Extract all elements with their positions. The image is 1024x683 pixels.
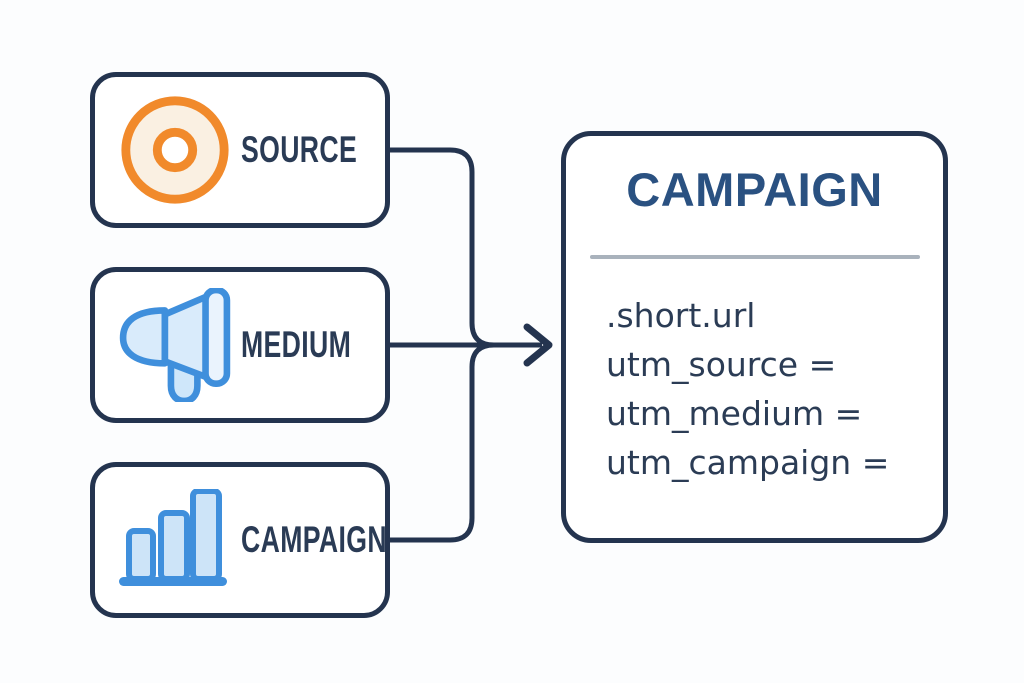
utm-campaign-line: utm_campaign = <box>606 443 890 482</box>
result-title: CAMPAIGN <box>626 163 883 216</box>
bar-chart-icon <box>115 489 235 591</box>
target-icon <box>115 91 235 209</box>
source-box: SOURCE <box>90 72 390 228</box>
medium-box: MEDIUM <box>90 267 390 423</box>
divider <box>589 255 920 259</box>
source-label: SOURCE <box>241 129 358 170</box>
campaign-result-box: CAMPAIGN .short.url utm_source = utm_med… <box>561 131 948 543</box>
medium-label: MEDIUM <box>241 324 352 365</box>
connector-source-to-trunk <box>390 147 495 348</box>
connector-campaign-to-trunk <box>390 342 495 543</box>
utm-source-line: utm_source = <box>606 345 837 384</box>
campaign-label: CAMPAIGN <box>241 519 387 560</box>
megaphone-icon <box>115 288 235 402</box>
arrowhead-icon <box>523 323 553 367</box>
utm-url-lines: .short.url utm_source = utm_medium = utm… <box>606 291 943 487</box>
utm-medium-line: utm_medium = <box>606 394 863 433</box>
short-url-line: .short.url <box>606 296 756 335</box>
campaign-box: CAMPAIGN <box>90 462 390 618</box>
